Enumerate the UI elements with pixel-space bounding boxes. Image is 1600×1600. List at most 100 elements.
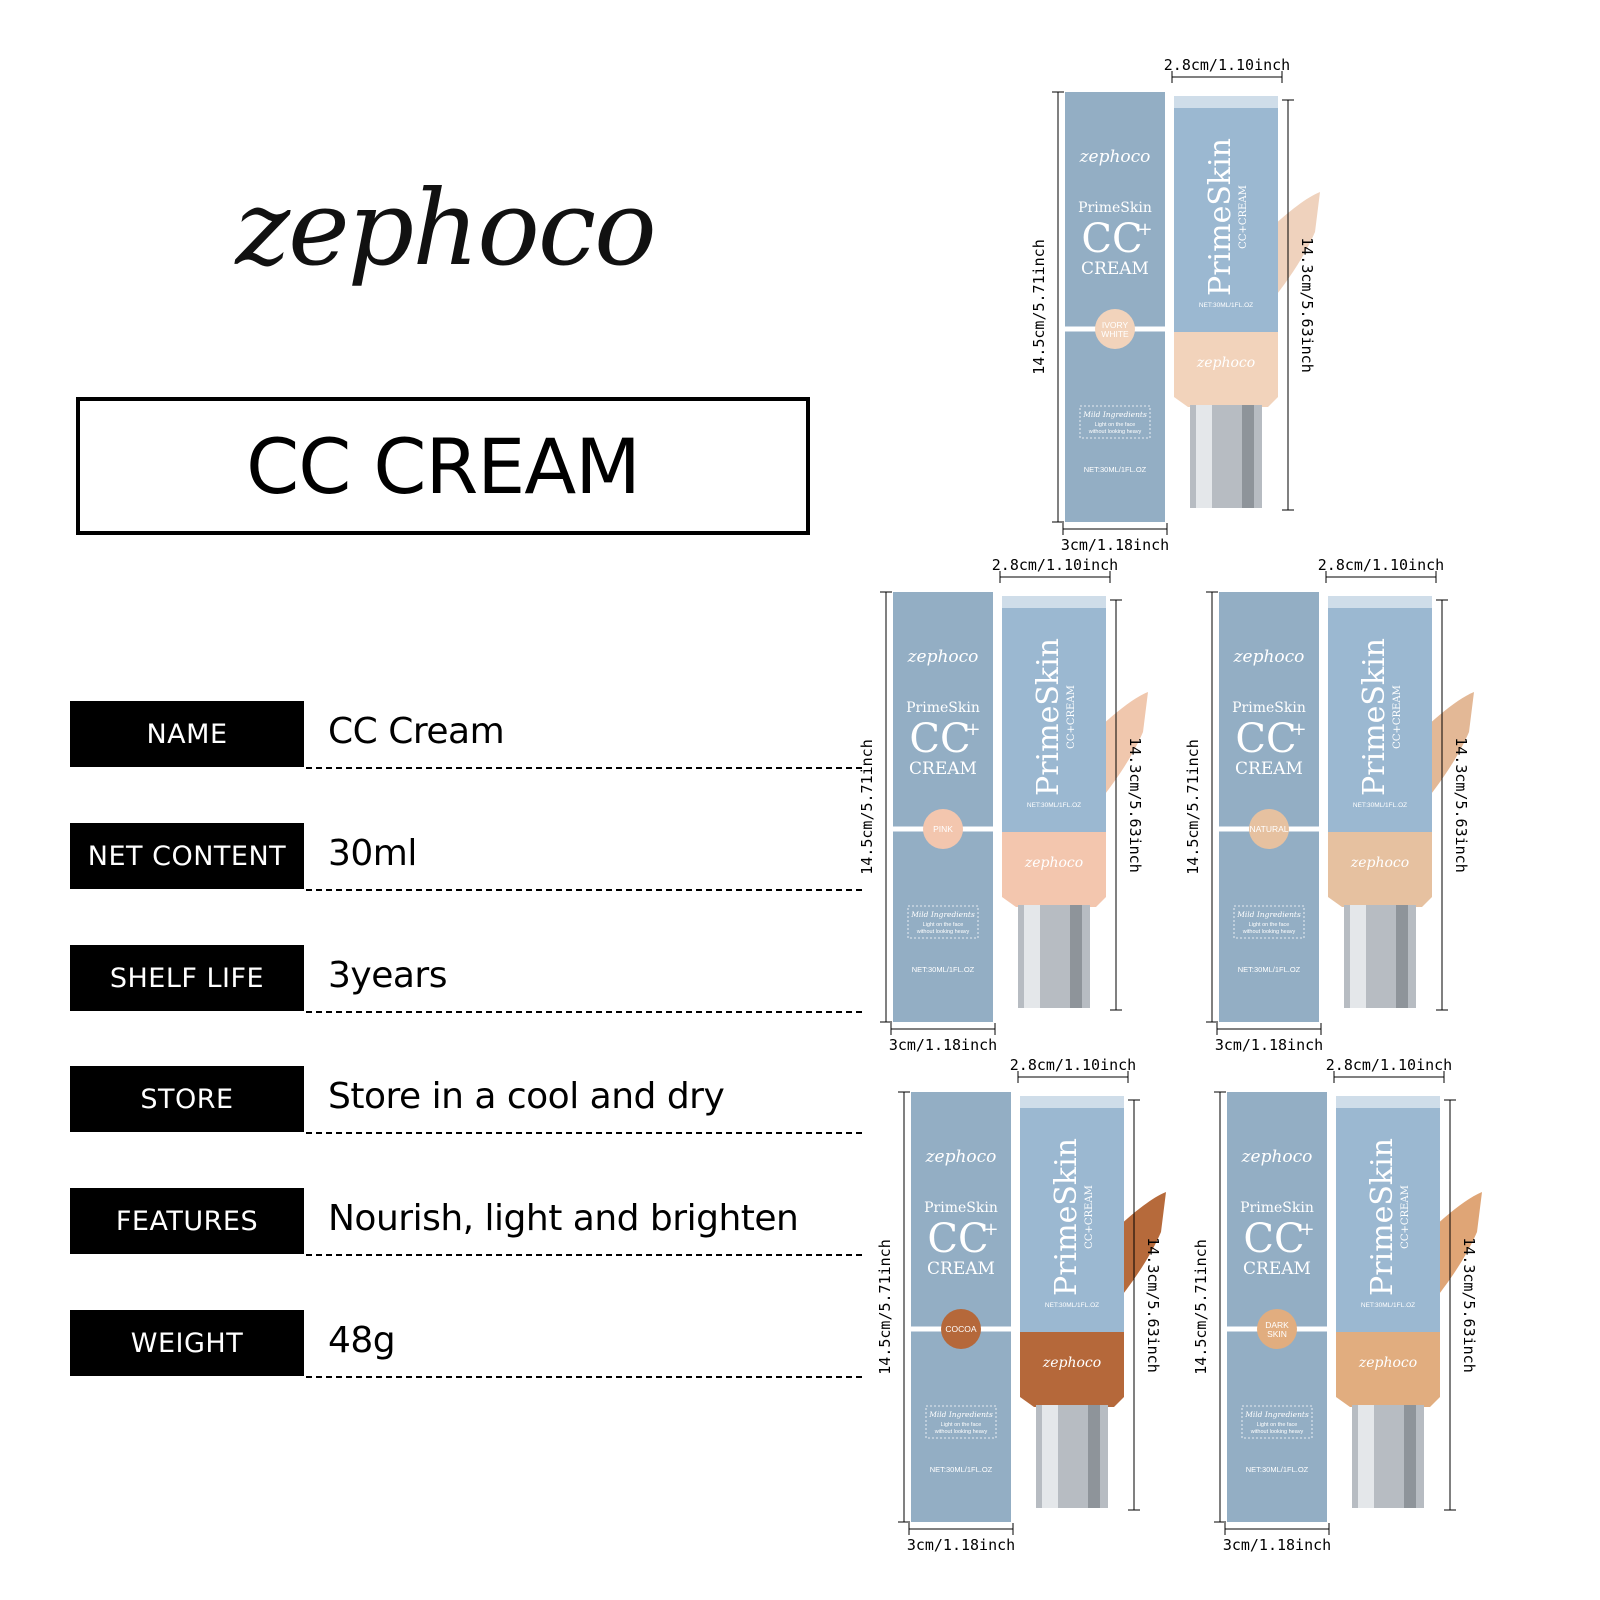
spec-label: NAME — [70, 701, 304, 767]
mild-ingredients-frame — [1233, 905, 1305, 939]
tube-crimp — [1336, 1096, 1440, 1108]
dim-tube-width: 2.8cm/1.10inch — [1326, 1056, 1452, 1074]
tube-net-content: NET:30ML/1FL.OZ — [1199, 302, 1253, 309]
box-product-line: PrimeSkin — [1240, 1200, 1314, 1216]
dim-tube-height: 14.3cm/5.63inch — [1144, 1237, 1162, 1372]
box-brand: zephoco — [1233, 647, 1305, 667]
spec-label: SHELF LIFE — [70, 945, 304, 1011]
tube-shoulder — [1002, 897, 1106, 907]
shade-name: IVORY — [1102, 320, 1129, 330]
cap-shadow — [1242, 405, 1254, 508]
product-illustration: zephoco PrimeSkin CC + CREAM IVORY WHITE… — [1030, 56, 1320, 554]
dashed-divider — [306, 1376, 862, 1378]
tube-body — [1020, 1100, 1124, 1350]
plus-icon: + — [1299, 1219, 1314, 1240]
spec-label: NET CONTENT — [70, 823, 304, 889]
product-dark-skin: zephoco PrimeSkin CC + CREAM DARK SKIN M… — [1182, 1056, 1482, 1572]
tube-shoulder — [1174, 397, 1278, 407]
mild-ingredients-text: without looking heavy — [1088, 429, 1142, 435]
box-brand: zephoco — [1079, 147, 1151, 167]
tube-shade-band — [1328, 832, 1432, 897]
tube-crimp — [1002, 596, 1106, 608]
product-natural: zephoco PrimeSkin CC + CREAM NATURAL Mil… — [1174, 556, 1474, 1072]
mild-ingredients-frame — [1241, 1405, 1313, 1439]
tube-shoulder — [1336, 1397, 1440, 1407]
box-brand: zephoco — [925, 1147, 997, 1167]
tube-body — [1174, 100, 1278, 350]
tube-crimp — [1174, 96, 1278, 108]
cap-highlight — [1196, 405, 1212, 508]
dashed-divider — [306, 767, 862, 769]
product-ivory-white: zephoco PrimeSkin CC + CREAM IVORY WHITE… — [1020, 56, 1320, 572]
cap-highlight — [1024, 905, 1040, 1008]
shade-name: NATURAL — [1249, 824, 1288, 834]
tube-shade-band — [1002, 832, 1106, 897]
box-product-line: PrimeSkin — [906, 700, 980, 716]
mild-ingredients-title: Mild Ingredients — [928, 1410, 993, 1419]
tube-crimp — [1328, 596, 1432, 608]
tube-brand: PrimeSkin — [1365, 1138, 1400, 1296]
tube-body — [1328, 600, 1432, 850]
dim-tube-height: 14.3cm/5.63inch — [1126, 737, 1144, 872]
cap-highlight — [1042, 1405, 1058, 1508]
box-net-content: NET:30ML/1FL.OZ — [912, 965, 975, 974]
spec-row-name: NAME CC Cream — [70, 701, 862, 771]
mild-ingredients-text: Light on the face — [1095, 422, 1136, 428]
tube-body — [1002, 600, 1106, 850]
mild-ingredients-frame — [1079, 405, 1151, 439]
tube-subtitle: CC+CREAM — [1066, 685, 1077, 749]
mild-ingredients-text: without looking heavy — [934, 1429, 988, 1435]
product-illustration: zephoco PrimeSkin CC + CREAM COCOA Mild … — [876, 1056, 1166, 1554]
product-box — [1065, 92, 1165, 522]
mild-ingredients-text: Light on the face — [923, 922, 964, 928]
tube-subtitle: CC+CREAM — [1084, 1185, 1095, 1249]
dim-box-width: 3cm/1.18inch — [907, 1536, 1015, 1554]
tube-logo: zephoco — [1350, 855, 1409, 871]
mild-ingredients-text: without looking heavy — [916, 929, 970, 935]
box-net-content: NET:30ML/1FL.OZ — [1238, 965, 1301, 974]
tube-subtitle: CC+CREAM — [1238, 185, 1249, 249]
product-box — [1219, 592, 1319, 1022]
dim-box-height: 14.5cm/5.71inch — [1030, 239, 1048, 374]
cap-shadow — [1396, 905, 1408, 1008]
shade-name: SKIN — [1267, 1329, 1287, 1339]
dim-tube-width: 2.8cm/1.10inch — [1010, 1056, 1136, 1074]
dim-box-height: 14.5cm/5.71inch — [876, 1239, 894, 1374]
shade-name: WHITE — [1101, 329, 1129, 339]
shade-name: DARK — [1265, 1320, 1289, 1330]
box-net-content: NET:30ML/1FL.OZ — [1084, 465, 1147, 474]
tube-logo: zephoco — [1042, 1355, 1101, 1371]
shade-name: COCOA — [945, 1324, 977, 1334]
spec-value: Nourish, light and brighten — [328, 1198, 799, 1239]
mild-ingredients-frame — [907, 905, 979, 939]
dim-tube-height: 14.3cm/5.63inch — [1298, 237, 1316, 372]
tube-crimp — [1020, 1096, 1124, 1108]
shade-badge — [1249, 809, 1289, 849]
box-cream-word: CREAM — [1081, 259, 1149, 279]
product-illustration: zephoco PrimeSkin CC + CREAM NATURAL Mil… — [1184, 556, 1474, 1054]
tube-brand: PrimeSkin — [1357, 638, 1392, 796]
box-cc-mark: CC — [1243, 1216, 1304, 1262]
plus-icon: + — [965, 719, 980, 740]
dim-tube-height: 14.3cm/5.63inch — [1460, 1237, 1478, 1372]
spec-row-features: FEATURES Nourish, light and brighten — [70, 1188, 862, 1258]
box-product-line: PrimeSkin — [924, 1200, 998, 1216]
spec-value: 48g — [328, 1320, 396, 1361]
box-cream-word: CREAM — [1243, 1259, 1311, 1279]
product-box — [911, 1092, 1011, 1522]
mild-ingredients-text: Light on the face — [941, 1422, 982, 1428]
dim-tube-width: 2.8cm/1.10inch — [1318, 556, 1444, 574]
dim-box-width: 3cm/1.18inch — [1223, 1536, 1331, 1554]
tube-net-content: NET:30ML/1FL.OZ — [1027, 802, 1081, 809]
spec-row-store: STORE Store in a cool and dry — [70, 1066, 862, 1136]
mild-ingredients-title: Mild Ingredients — [910, 910, 975, 919]
product-box — [893, 592, 993, 1022]
shade-badge — [1257, 1309, 1297, 1349]
shade-badge — [923, 809, 963, 849]
box-brand: zephoco — [1241, 1147, 1313, 1167]
product-pink: zephoco PrimeSkin CC + CREAM PINK Mild I… — [848, 556, 1148, 1072]
dashed-divider — [306, 1011, 862, 1013]
tube-subtitle: CC+CREAM — [1400, 1185, 1411, 1249]
spec-row-net-content: NET CONTENT 30ml — [70, 823, 862, 893]
dim-box-width: 3cm/1.18inch — [1215, 1036, 1323, 1054]
